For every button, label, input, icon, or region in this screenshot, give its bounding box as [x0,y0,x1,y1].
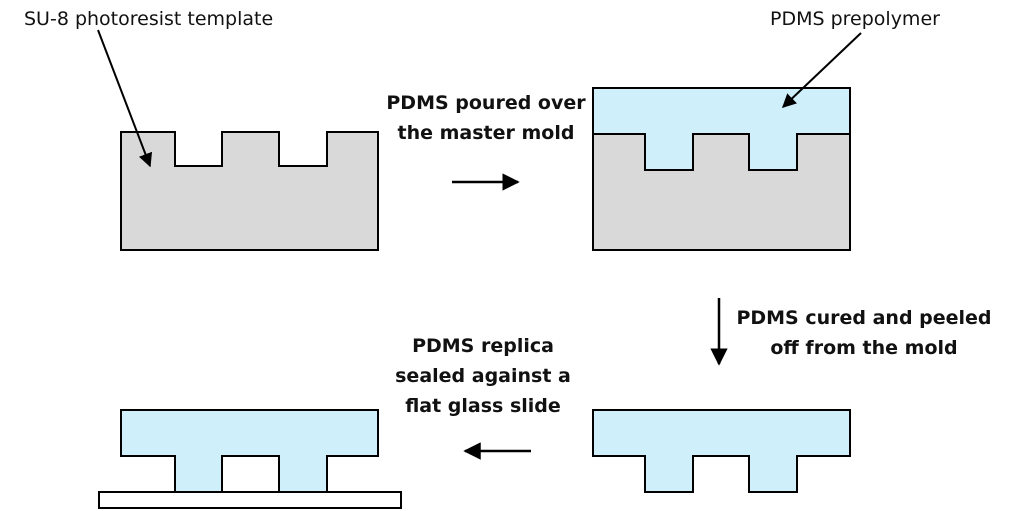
glass-slide [98,491,402,509]
master-mold [120,131,379,251]
template-label: SU-8 photoresist template [24,8,273,30]
step-seal-line-1: PDMS replica [412,335,554,357]
mold-with-pdms [592,87,851,251]
prepolymer-leader-line [781,32,862,108]
pdms-replica [592,409,851,493]
step-cure-line-1: PDMS cured and peeled [736,307,991,329]
step-pour-line-1: PDMS poured over [386,92,586,114]
step-seal-line-3: flat glass slide [405,395,561,417]
step-pour-line-2: the master mold [398,122,575,144]
step-cure-line-2: off from the mold [770,337,957,359]
template-leader-line [97,29,153,168]
mold-under-pdms-shape [592,133,851,251]
pdms-replica-shape [592,409,851,493]
sealed-device [98,409,402,509]
step-seal-line-2: sealed against a [395,365,571,387]
sealed-pdms-shape [120,409,379,493]
su8-template-shape [120,131,379,251]
prepolymer-label: PDMS prepolymer [770,8,940,30]
